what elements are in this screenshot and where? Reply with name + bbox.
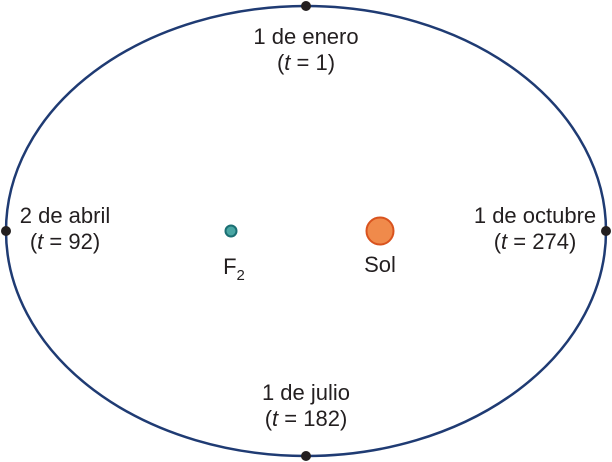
label-right-time: (t = 274)	[493, 229, 577, 254]
label-top-time: (t = 1)	[276, 50, 336, 75]
label-left-date: 2 de abril	[19, 203, 111, 228]
label-sun: Sol	[364, 252, 396, 277]
label-top: 1 de enero (t = 1)	[253, 24, 358, 76]
marker-right	[601, 226, 611, 236]
label-bottom-date: 1 de julio	[261, 380, 351, 405]
label-right: 1 de octubre (t = 274)	[474, 203, 596, 255]
label-left-time: (t = 92)	[29, 229, 101, 254]
sun-icon	[365, 216, 395, 246]
label-bottom: 1 de julio (t = 182)	[262, 380, 350, 432]
label-left: 2 de abril (t = 92)	[20, 203, 111, 255]
label-right-date: 1 de octubre	[473, 203, 597, 228]
focus-f2-icon	[224, 224, 238, 238]
label-top-date: 1 de enero	[253, 24, 359, 49]
marker-bottom	[301, 451, 311, 461]
marker-left	[1, 226, 11, 236]
marker-top	[301, 1, 311, 11]
label-bottom-time: (t = 182)	[264, 406, 348, 431]
label-focus: F2	[223, 254, 245, 284]
